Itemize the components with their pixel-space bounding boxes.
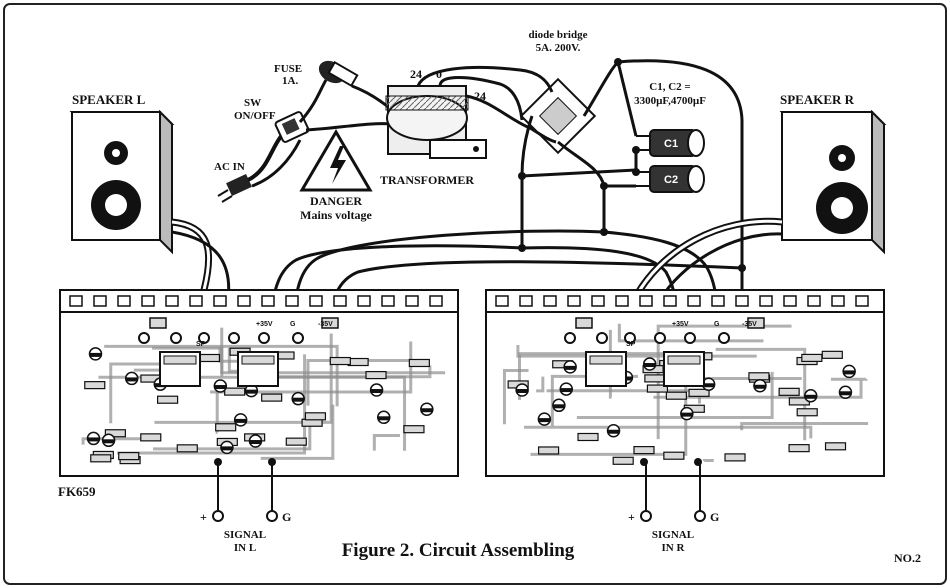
amplifier-board-left — [59, 289, 459, 477]
speaker-r-label: SPEAKER R — [780, 92, 855, 107]
mount-screw — [747, 317, 765, 329]
wire-24b — [465, 94, 557, 144]
outer-frame — [3, 3, 947, 585]
switch-label-2: ON/OFF — [234, 110, 276, 122]
fuse-label-2: 1A. — [282, 75, 298, 87]
output-transistors — [585, 351, 705, 387]
signal-l-plus: + — [200, 510, 207, 524]
wire-0v — [438, 76, 524, 121]
wire-24a — [416, 65, 554, 93]
tap-24-left: 24 — [410, 67, 422, 81]
signal-l-label-2: IN L — [234, 542, 256, 554]
signal-r-plus: + — [628, 510, 635, 524]
ac-in-label: AC IN — [214, 161, 245, 173]
board-r-pin-sp: SP — [626, 341, 636, 348]
figure-number: NO.2 — [894, 551, 921, 565]
terminal-pads — [564, 332, 730, 344]
danger-label: DANGER — [310, 194, 362, 208]
speaker-right — [779, 109, 887, 255]
rail-neg-right — [617, 59, 744, 300]
supply-wire-left-1 — [268, 244, 523, 331]
board-r-pin-pos: +35V — [672, 321, 689, 328]
signal-l-ground: G — [282, 510, 291, 524]
mount-screw — [149, 317, 167, 329]
fuse-wire — [298, 79, 328, 123]
caps-label-2: 3300µF,4700µF — [634, 95, 706, 107]
resistors — [507, 350, 847, 465]
bridge-out-wire — [557, 140, 606, 232]
switch-label-1: SW — [244, 97, 261, 109]
c1-label: C1 — [664, 138, 678, 150]
bridge-plus-wire — [582, 60, 620, 117]
signal-r-ground: G — [710, 510, 719, 524]
cap-c1-wire — [616, 61, 638, 137]
diode-bridge — [519, 77, 597, 155]
ac-cord-2 — [251, 139, 302, 188]
board-l-pin-pos: +35V — [256, 321, 273, 328]
transformer — [385, 85, 487, 159]
capacitor-c2 — [636, 165, 705, 193]
signal-l-label-1: SIGNAL — [224, 529, 266, 541]
board-l-pin-sp: SP — [196, 341, 206, 348]
heatsink — [59, 289, 459, 313]
board-l-pin-neg: -35V — [318, 321, 333, 328]
mount-screw — [321, 317, 339, 329]
junction-dots — [518, 58, 746, 272]
transformer-label: TRANSFORMER — [380, 173, 474, 187]
danger-warning-icon — [299, 129, 373, 192]
fuse-label-1: FUSE — [274, 63, 302, 75]
mount-screw — [575, 317, 593, 329]
mains-voltage-label: Mains voltage — [300, 208, 372, 222]
signal-r-label-2: IN R — [662, 542, 686, 554]
signal-in-left — [212, 462, 278, 522]
figure-title: Figure 2. Circuit Assembling — [342, 540, 575, 561]
board-r-pin-g: G — [714, 321, 720, 328]
switch-to-transformer-wire — [305, 122, 393, 132]
board-l-pin-g: G — [290, 321, 296, 328]
ac-plug — [217, 174, 252, 203]
terminal-pads — [138, 332, 304, 344]
signal-in-right — [640, 462, 706, 522]
fuse-holder — [318, 60, 359, 88]
tap-0: 0 — [436, 67, 442, 81]
supply-wire-left-2 — [292, 229, 605, 331]
board-r-pin-neg: -35V — [742, 321, 757, 328]
amplifier-board-right — [485, 289, 885, 477]
board-id-label: FK659 — [58, 484, 96, 499]
resistors — [84, 347, 430, 465]
speaker-left — [69, 109, 175, 255]
diode-bridge-label-2: 5A. 200V. — [536, 42, 581, 54]
heatsink — [485, 289, 885, 313]
cap-ground-wire — [521, 168, 637, 178]
bridge-minus-wire — [520, 115, 534, 248]
caps-label-1: C1, C2 = — [649, 81, 690, 93]
signal-r-label-1: SIGNAL — [652, 529, 694, 541]
capacitor-c1 — [636, 129, 705, 157]
output-transistors — [159, 351, 279, 387]
diode-bridge-label-1: diode bridge — [529, 29, 588, 41]
c2-label: C2 — [664, 174, 678, 186]
ac-cord — [246, 133, 284, 182]
speaker-l-label: SPEAKER L — [72, 92, 146, 107]
